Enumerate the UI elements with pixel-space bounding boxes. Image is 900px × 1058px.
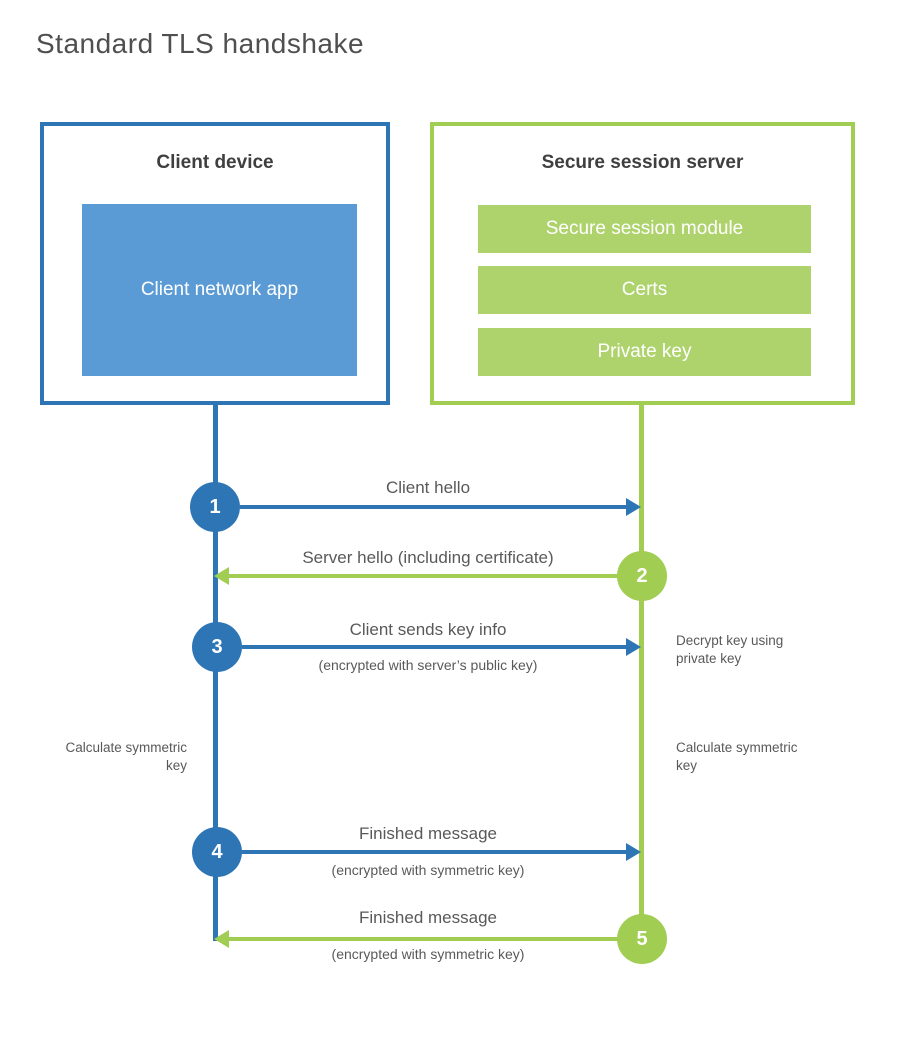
note-decrypt-key: Decrypt key using private key [676,633,784,666]
step-badge-5: 5 [617,914,667,964]
message-arrow-3 [242,645,628,649]
arrowhead-right-icon [626,638,641,656]
page-title: Standard TLS handshake [36,28,365,59]
message-label-3: Client sends key info [349,620,507,639]
message-label-2: Server hello (including certificate) [302,548,554,567]
message-arrow-1 [240,505,628,509]
step-badge-1: 1 [190,482,240,532]
arrowhead-right-icon [626,498,641,516]
note-calc-symmetric-right: Calculate symmetric key [676,740,798,773]
server-module-bar: Private key [478,328,811,376]
message-sublabel-5: (encrypted with symmetric key) [331,946,525,962]
secure-session-server-box: Secure session server Secure session mod… [430,122,855,405]
client-network-app-box: Client network app [82,204,357,376]
client-lifeline [213,404,218,941]
message-arrow-2 [228,574,620,578]
server-lifeline [639,404,644,939]
server-module-label: Secure session module [545,218,744,239]
step-badge-2: 2 [617,551,667,601]
step-number: 4 [211,840,223,863]
message-label-1: Client hello [385,478,471,497]
message-arrow-5 [228,937,620,941]
server-module-label: Private key [597,341,692,362]
message-label-5: Finished message [359,908,497,927]
step-badge-4: 4 [192,827,242,877]
step-number: 5 [636,927,648,950]
note-calc-symmetric-left: Calculate symmetric key [65,740,187,773]
step-number: 2 [636,564,648,587]
arrowhead-left-icon [214,567,229,585]
message-sublabel-4: (encrypted with symmetric key) [331,862,525,878]
server-module-bar: Certs [478,266,811,314]
client-device-box: Client device Client network app [40,122,390,405]
arrowhead-left-icon [214,930,229,948]
server-module-label: Certs [621,279,668,300]
message-sublabel-3: (encrypted with server’s public key) [318,657,538,673]
step-badge-3: 3 [192,622,242,672]
step-number: 3 [211,635,223,658]
arrowhead-right-icon [626,843,641,861]
server-title: Secure session server [541,152,744,173]
message-label-4: Finished message [359,824,497,843]
client-device-title: Client device [156,152,274,173]
client-network-app-label: Client network app [140,278,299,300]
step-number: 1 [209,495,221,518]
message-arrow-4 [242,850,628,854]
server-module-bar: Secure session module [478,205,811,253]
